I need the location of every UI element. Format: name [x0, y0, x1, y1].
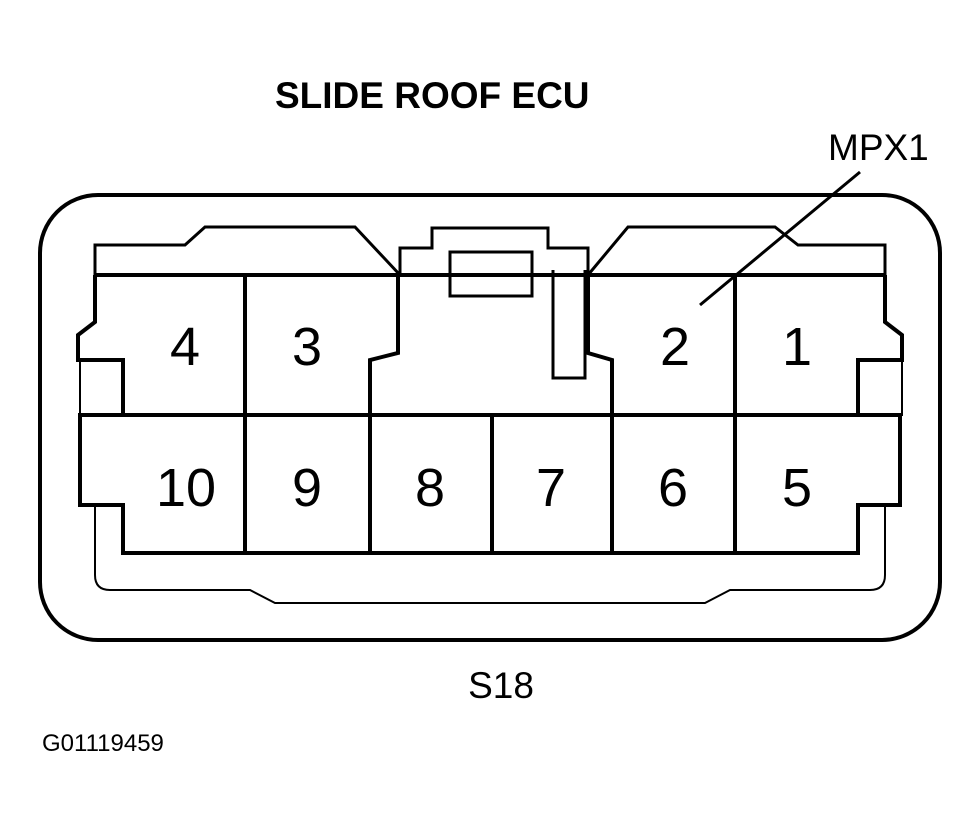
callout-leader-line	[699, 170, 861, 307]
pin-number-6: 6	[658, 458, 688, 518]
figure-code: G01119459	[42, 730, 164, 757]
connector-housing-inner-top	[93, 225, 887, 277]
pin-number-1: 1	[782, 317, 812, 377]
pin-number-8: 8	[415, 458, 445, 518]
key-slot	[551, 270, 587, 380]
upper-right-cavity-block	[586, 275, 904, 415]
upper-left-cavity-block	[76, 275, 400, 415]
connector-code-label: S18	[468, 665, 534, 706]
pin-number-2: 2	[660, 317, 690, 377]
pin-number-9: 9	[292, 458, 322, 518]
lower-cavity-block	[78, 413, 902, 555]
pin-number-3: 3	[292, 317, 322, 377]
connector-housing-inner-bottom	[94, 505, 886, 604]
pin-number-4: 4	[170, 317, 200, 377]
pin-number-5: 5	[782, 458, 812, 518]
connector-housing-outer	[38, 193, 942, 642]
pin-number-10: 10	[156, 458, 216, 518]
right-side-notch	[857, 359, 903, 416]
left-side-notch	[79, 359, 124, 416]
diagram-title: SLIDE ROOF ECU	[275, 75, 590, 116]
pin-number-7: 7	[536, 458, 566, 518]
callout-label: MPX1	[828, 127, 929, 168]
